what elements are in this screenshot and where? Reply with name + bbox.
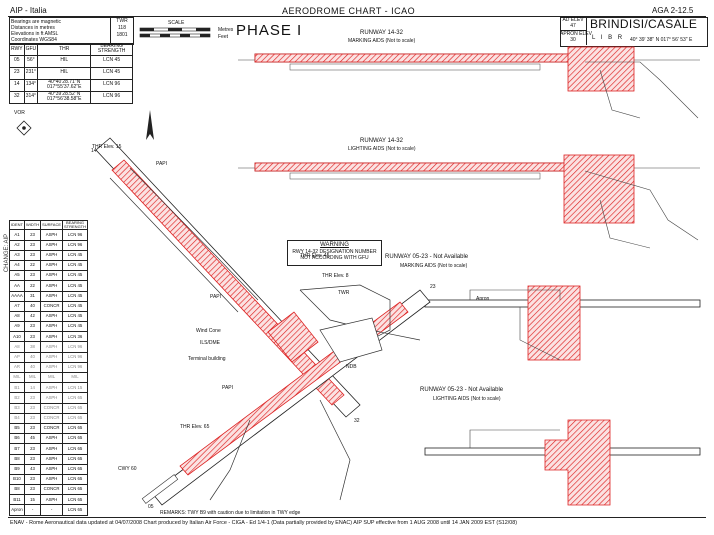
header-left: AIP - Italia <box>10 6 47 15</box>
ndb-label: NDB <box>346 364 357 370</box>
ad-name: BRINDISI/CASALE <box>590 17 698 31</box>
rwy32-label: 32 <box>354 418 360 424</box>
table-header: BEARING STRENGTH <box>62 219 89 231</box>
ad-coord: 40° 39' 38" N 017° 56' 53" E <box>630 37 693 43</box>
thr-elev-label: THR Elev. 65 <box>180 424 210 430</box>
header-center: AERODROME CHART - ICAO <box>282 6 416 16</box>
table-cell: - <box>23 504 42 516</box>
warning-title: WARNING <box>320 242 349 248</box>
table-cell: 40°39'28.52"N 017°56'38.58"E <box>37 90 92 104</box>
table-cell: 32 <box>9 90 25 104</box>
twr-freq: 118 <box>118 25 126 31</box>
rwy14-label: 14 <box>91 148 97 154</box>
panel3-schematic <box>424 285 701 361</box>
note-line: Coordinates WGS84 <box>11 37 57 43</box>
table-header: WIDTH <box>23 219 42 231</box>
footer-rule <box>8 517 706 518</box>
papi-label: PAPI <box>156 161 168 167</box>
phase-title: PHASE I <box>236 22 303 39</box>
ils-label: ILS/DME <box>200 340 221 346</box>
table-cell: LCN 96 <box>90 90 133 104</box>
table-cell: LCN 65 <box>62 504 89 516</box>
apron-elev: 30 <box>570 37 576 43</box>
panel1-schematic <box>238 46 700 119</box>
panel4-schematic <box>424 419 701 506</box>
aerodrome-map <box>16 110 431 506</box>
footer-text: ENAV - Rome Aeronautical data updated at… <box>10 520 518 526</box>
table-cell: 40°40'28.71"N 017°55'37.62"E <box>37 78 92 92</box>
ad-elev-cell: AD ELEV 47 APRON ELEV 30 <box>560 17 592 45</box>
panel2-title: RUNWAY 14-32 <box>360 138 403 144</box>
warning-line: NOT ACCORDING WITH GFU <box>300 255 369 261</box>
warning-line: RWY 14-32 DESIGNATION NUMBER <box>292 249 377 255</box>
twr-label: TWR <box>116 18 128 24</box>
note-line: Elevations in ft AMSL <box>11 31 59 37</box>
scale-bar <box>139 27 211 38</box>
notes-text: Bearings are magnetic Distances in metre… <box>10 18 110 44</box>
ad-elev: 47 <box>570 23 576 29</box>
header-rule <box>8 16 706 17</box>
panel1-subtitle: MARKING AIDS (Not to scale) <box>348 38 416 44</box>
header-right: AGA 2-12.5 <box>652 6 694 15</box>
twr-map-label: TWR <box>338 290 350 296</box>
apron-label: Apron <box>476 296 490 302</box>
note-line: Bearings are magnetic <box>11 19 62 25</box>
scale-label: SCALE <box>168 20 185 26</box>
panel2-subtitle: LIGHTING AIDS (Not to scale) <box>348 146 416 152</box>
papi-label: PAPI <box>210 294 222 300</box>
scale-unit-feet: Feet <box>218 34 229 40</box>
warning-box: WARNING RWY 14-32 DESIGNATION NUMBER NOT… <box>287 240 382 266</box>
papi-label: PAPI <box>222 385 234 391</box>
wind-cone-label: Wind Cone <box>196 328 221 334</box>
thr-elev-label: THR Elev. 8 <box>322 273 349 279</box>
ad-icao: L I B R <box>592 35 625 41</box>
cwy-label: CWY 60 <box>118 466 137 472</box>
twr-freq: 1801 <box>116 32 128 38</box>
panel3-subtitle: MARKING AIDS (Not to scale) <box>400 263 468 269</box>
rwy05-label: 05 <box>148 504 154 510</box>
thr-elev-label: THR Elev. 15 <box>92 144 122 150</box>
panel4-subtitle: LIGHTING AIDS (Not to scale) <box>433 396 501 402</box>
panel3-title: RUNWAY 05-23 - Not Available <box>385 254 469 260</box>
ad-info-box <box>560 17 708 47</box>
table-row: Apron--LCN 65 <box>9 504 89 516</box>
rwy23-label: 23 <box>430 284 436 290</box>
apron-elev-label: APRON ELEV <box>560 30 592 37</box>
thr-elev-label: THR Elev. 45 <box>300 253 330 259</box>
note-line: Distances in metres <box>11 25 55 31</box>
panel1-title: RUNWAY 14-32 <box>360 30 403 36</box>
table-cell: HIL <box>37 54 92 68</box>
terminal-label: Terminal building <box>188 356 226 362</box>
ad-elev-label: AD ELEV <box>562 17 584 23</box>
panel4-title: RUNWAY 05-23 - Not Available <box>420 387 504 393</box>
vor-label: VOR <box>14 110 25 116</box>
table-row: IDENT WIDTH SURFACE BEARING STRENGTH <box>9 219 89 231</box>
panel2-schematic <box>238 154 700 249</box>
remarks-note: REMARKS: TWY B9 with caution due to limi… <box>160 510 301 516</box>
scale-unit-metres: Metres <box>218 27 234 33</box>
